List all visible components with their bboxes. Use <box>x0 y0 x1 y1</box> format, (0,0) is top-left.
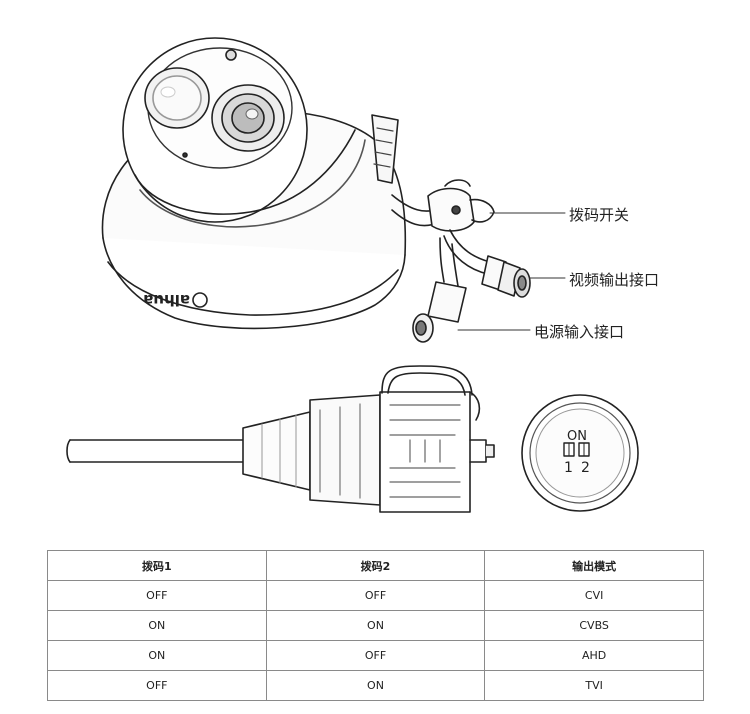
cell-switch2: ON <box>265 670 486 701</box>
table-row: ON ON CVBS <box>47 610 704 641</box>
callout-video-output: 视频输出接口 <box>569 271 660 289</box>
dome-camera-illustration <box>101 37 407 330</box>
cell-switch1: ON <box>47 640 267 671</box>
cell-switch1: ON <box>47 610 267 641</box>
table-row: OFF OFF CVI <box>47 580 704 611</box>
callout-dip-switch: 拨码开关 <box>569 206 630 224</box>
cable-bundle-illustration <box>391 179 531 343</box>
table-row: ON OFF AHD <box>47 640 704 671</box>
switch-pos2-label: 2 <box>581 460 590 476</box>
cell-switch1: OFF <box>47 670 267 701</box>
brand-logo: alhua <box>143 291 208 309</box>
switch-pos1-label: 1 <box>564 460 573 476</box>
cell-output-mode: CVBS <box>484 610 704 641</box>
header-output-mode: 输出模式 <box>484 550 704 581</box>
header-switch1: 拨码1 <box>47 550 267 581</box>
switch-panel-front <box>521 394 639 512</box>
brand-logo-text: alhua <box>143 291 190 309</box>
cell-output-mode: AHD <box>484 640 704 671</box>
switch-box-side-view <box>66 365 495 513</box>
table-row: OFF ON TVI <box>47 670 704 701</box>
table-header-row: 拨码1 拨码2 输出模式 <box>47 550 704 581</box>
cell-switch2: OFF <box>265 580 486 611</box>
switch-on-label: ON <box>567 429 587 444</box>
header-switch2: 拨码2 <box>265 550 486 581</box>
callout-power-input: 电源输入接口 <box>534 323 625 341</box>
cell-switch2: ON <box>265 610 486 641</box>
callout-lines <box>457 212 566 331</box>
output-mode-table: 拨码1 拨码2 输出模式 OFF OFF CVI ON ON CVBS ON O… <box>47 550 704 701</box>
cell-output-mode: CVI <box>484 580 704 611</box>
cell-output-mode: TVI <box>484 670 704 701</box>
cell-switch2: OFF <box>265 640 486 671</box>
cell-switch1: OFF <box>47 580 267 611</box>
